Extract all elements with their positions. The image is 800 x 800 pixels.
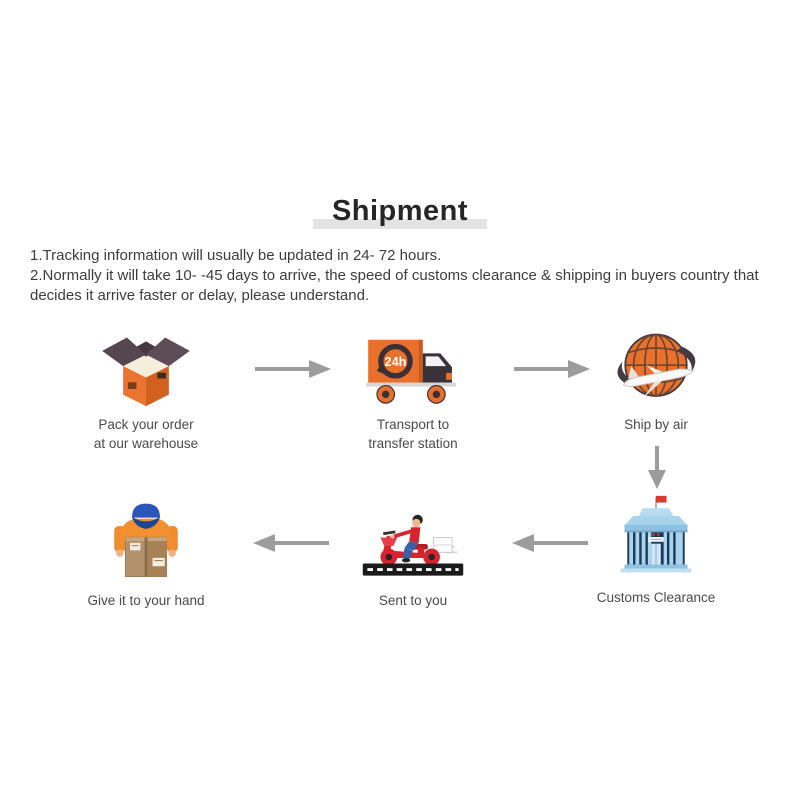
delivery-scooter-icon — [362, 514, 464, 576]
step-pack-order: Pack your order at our warehouse — [51, 320, 241, 453]
step-sent-to-you: Sent to you — [318, 496, 508, 611]
step-hand-delivery: Give it to your hand — [51, 496, 241, 611]
step-label: Sent to you — [378, 593, 448, 608]
globe-airplane-icon — [617, 333, 696, 398]
step-ship-by-air: Ship by air — [561, 320, 751, 435]
truck-24h-icon: 24h — [366, 339, 456, 404]
step-label: Pack your order at our warehouse — [93, 417, 199, 451]
title-block: Shipment — [0, 195, 800, 229]
arrow-left-icon — [253, 534, 329, 552]
step-label: Give it to your hand — [87, 593, 205, 608]
truck-badge-text: 24h — [385, 355, 407, 369]
arrow-right-icon — [255, 360, 331, 378]
note-line-1: 1.Tracking information will usually be u… — [30, 247, 442, 264]
courier-handover-icon — [114, 503, 178, 577]
note-line-2: 2.Normally it will take 10- -45 days to … — [30, 267, 759, 304]
step-label: Transport to transfer station — [368, 417, 458, 451]
step-label: Customs Clearance — [596, 590, 716, 605]
customs-building-icon — [620, 495, 692, 573]
page-title: Shipment — [331, 195, 469, 227]
step-customs-clearance: Customs Clearance — [561, 493, 751, 608]
arrow-down-icon — [648, 446, 666, 489]
arrow-left-icon — [512, 534, 588, 552]
step-label: Ship by air — [624, 417, 688, 432]
title-highlight — [313, 219, 487, 229]
shipping-notes: 1.Tracking information will usually be u… — [30, 246, 778, 306]
packing-box-icon — [102, 337, 190, 407]
arrow-right-icon — [514, 360, 590, 378]
step-transport: 24h Transport to transfer station — [318, 320, 508, 453]
